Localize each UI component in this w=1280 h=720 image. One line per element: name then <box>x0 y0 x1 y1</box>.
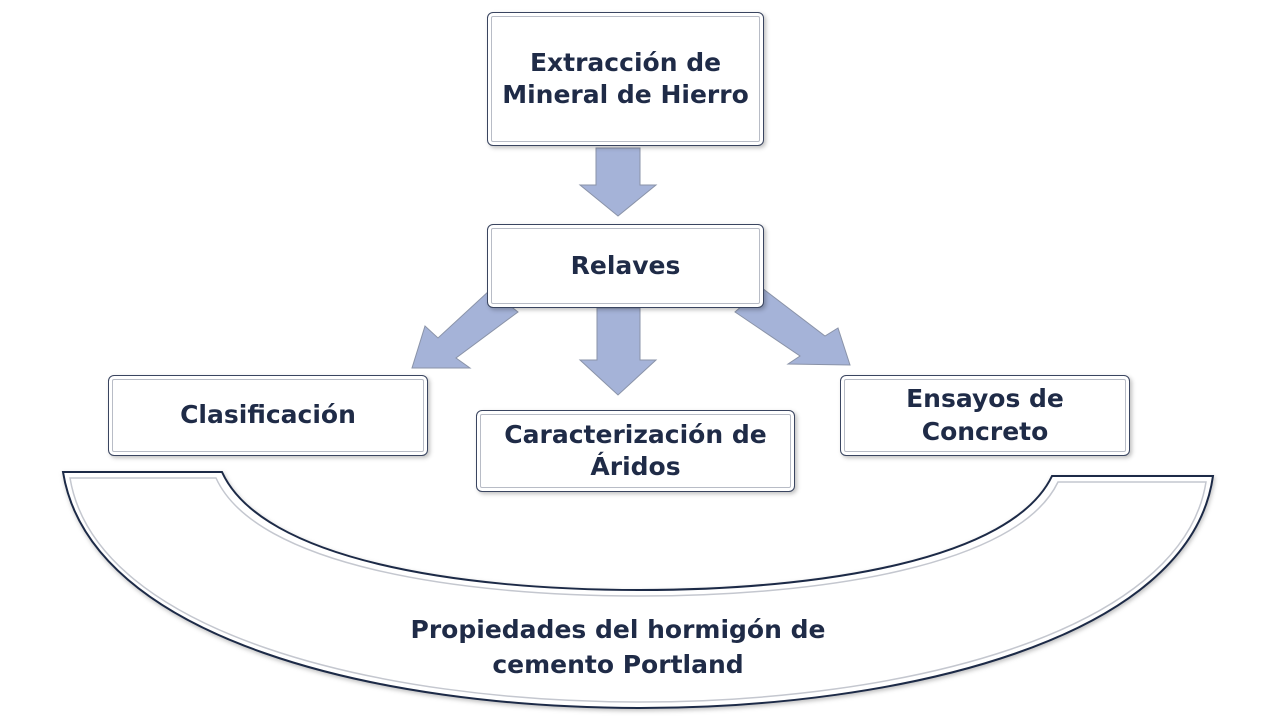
node-characterization-label: Caracterización de Áridos <box>504 419 767 482</box>
node-concrete-tests-label: Ensayos de Concreto <box>906 384 1064 446</box>
node-properties: Propiedades del hormigón de cemento Port… <box>318 612 918 682</box>
node-classification-label: Clasificación <box>180 400 356 430</box>
node-extraction: Extracción de Mineral de Hierro <box>487 12 764 146</box>
node-classification: Clasificación <box>108 375 428 456</box>
curved-base-inner-line <box>69 477 1207 703</box>
node-properties-line1: Propiedades del hormigón de <box>410 615 826 644</box>
arrow-down-middle <box>578 307 658 396</box>
node-extraction-label: Extracción de Mineral de Hierro <box>502 47 749 110</box>
node-properties-line2: cemento Portland <box>492 650 744 679</box>
node-tailings-label: Relaves <box>570 250 681 280</box>
arrow-left-diagonal <box>411 289 519 369</box>
node-characterization: Caracterización de Áridos <box>476 410 795 492</box>
curved-base-shape <box>61 471 1215 710</box>
arrow-right-diagonal <box>734 287 851 366</box>
node-tailings: Relaves <box>487 224 764 308</box>
node-concrete-tests: Ensayos de Concreto <box>840 375 1130 456</box>
arrow-down-1 <box>578 147 658 217</box>
